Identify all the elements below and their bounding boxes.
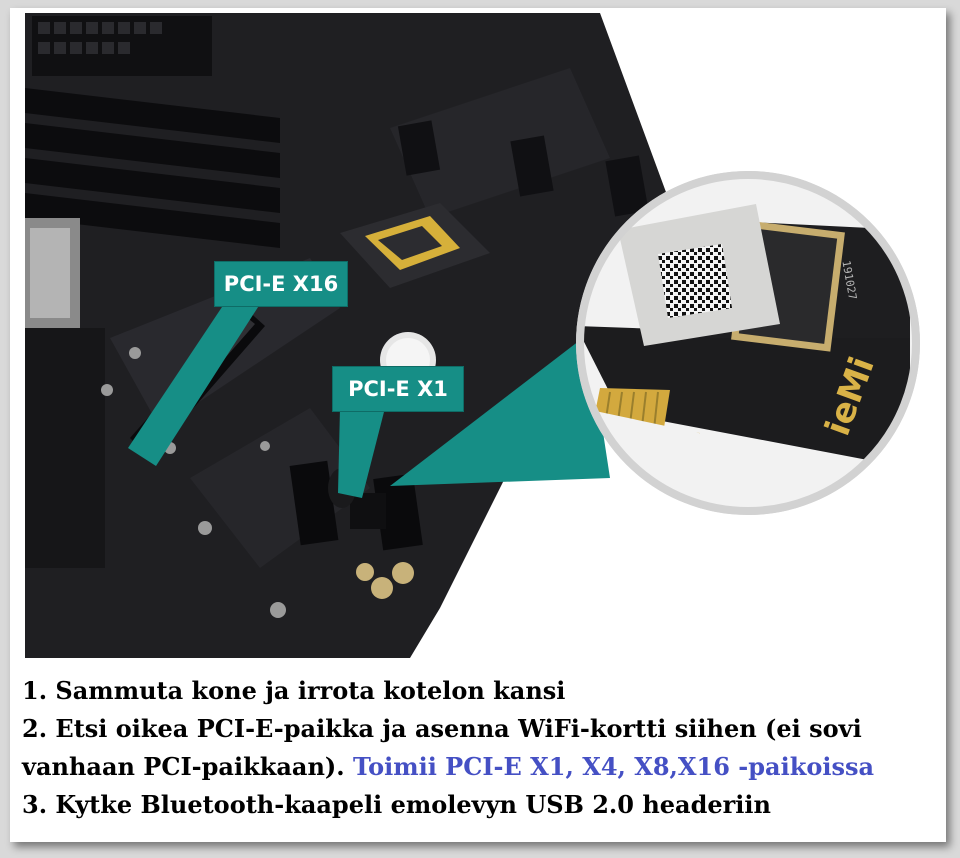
wifi-card-pcb: [580, 326, 910, 468]
pcie-x1-callout: PCI-E X1: [332, 366, 464, 412]
pcie-x1-slot: [289, 460, 339, 546]
sata-ports: [397, 120, 649, 217]
board-screws: [101, 347, 286, 618]
step-2-continued: vanhaan PCI-paikkaan). Toimii PCI-E X1, …: [22, 748, 942, 786]
step-1: 1. Sammuta kone ja irrota kotelon kansi: [22, 676, 566, 705]
step-3: 3. Kytke Bluetooth-kaapeli emolevyn USB …: [22, 790, 771, 819]
capacitors: [356, 562, 414, 599]
ram-slots: [25, 88, 280, 248]
step-2: 2. Etsi oikea PCI-E-paikka ja asenna WiF…: [22, 714, 862, 743]
x1-callout-pointer: [338, 408, 385, 498]
image-frame: ieMi 191027 PCI-E X16 PCI-E X1 1. Sammut…: [10, 8, 946, 842]
step-2-text: vanhaan PCI-paikkaan).: [22, 752, 345, 781]
installation-steps: 1. Sammuta kone ja irrota kotelon kansi …: [22, 672, 942, 824]
step-2-highlight: Toimii PCI-E X1, X4, X8,X16 -paikoissa: [352, 752, 875, 781]
motherboard-photo: ieMi 191027: [25, 13, 920, 658]
magnifier-lens: ieMi 191027: [576, 171, 920, 515]
x16-callout-pointer: [128, 304, 260, 466]
pcie-x16-callout: PCI-E X16: [214, 261, 348, 307]
magnifier-pointer: [390, 334, 610, 486]
chipset-heatsink: [340, 203, 490, 288]
